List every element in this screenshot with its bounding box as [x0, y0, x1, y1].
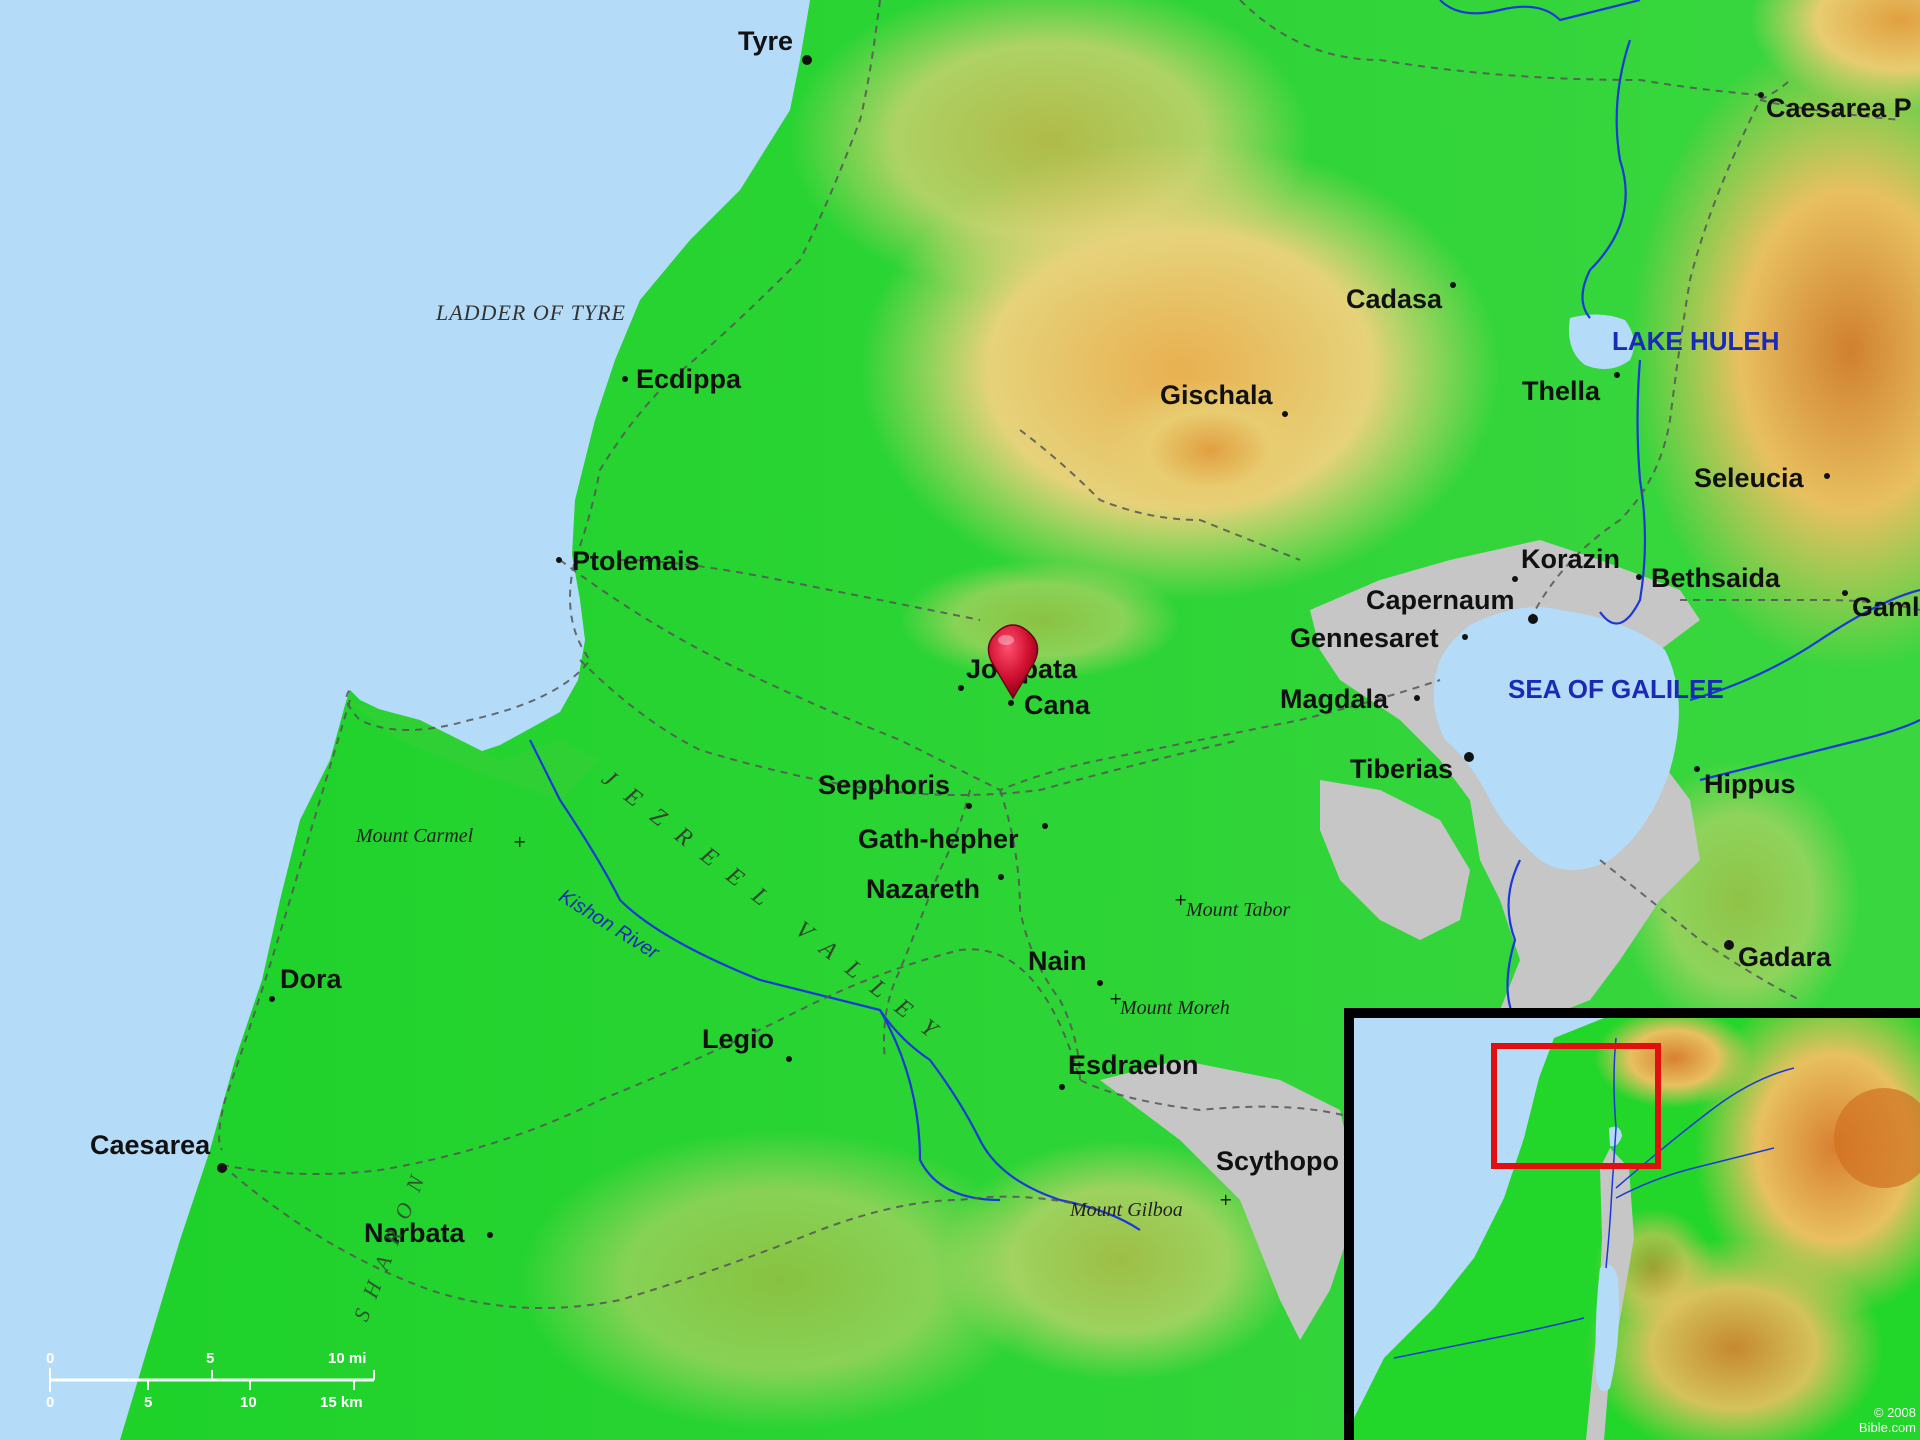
- legio-dot: [786, 1056, 792, 1062]
- map-pin-icon[interactable]: [982, 624, 1044, 700]
- inset-overview-map[interactable]: © 2008 Bible.com: [1344, 1008, 1920, 1440]
- gamla-dot: [1842, 590, 1848, 596]
- ptolemais-dot: [556, 557, 562, 563]
- place-label-gamla[interactable]: Gaml: [1852, 592, 1920, 622]
- place-label-caesarea[interactable]: Caesarea: [90, 1130, 211, 1160]
- gennesaret-dot: [1462, 634, 1468, 640]
- mount-moreh-label: Mount Moreh: [1120, 997, 1230, 1019]
- mount-moreh-cross-icon: +: [1109, 989, 1123, 1008]
- place-label-ptolemais[interactable]: Ptolemais: [572, 546, 700, 576]
- magdala-dot: [1414, 695, 1420, 701]
- cadasa-dot: [1450, 282, 1456, 288]
- place-label-bethsaida[interactable]: Bethsaida: [1651, 563, 1781, 593]
- copyright-line-1: © 2008: [1873, 1404, 1916, 1420]
- scale-bar-lines: [49, 1368, 375, 1392]
- scale-mi-10: 10 mi: [328, 1350, 367, 1367]
- capernaum-dot: [1528, 614, 1538, 624]
- gischala-dot: [1282, 411, 1288, 417]
- inset-terrain: [1354, 1018, 1920, 1440]
- ladder-of-tyre-label: LADDER OF TYRE: [436, 300, 626, 325]
- place-label-ecdippa[interactable]: Ecdippa: [636, 364, 742, 394]
- scale-km-5: 5: [144, 1394, 153, 1411]
- place-label-magdala[interactable]: Magdala: [1280, 684, 1389, 714]
- place-label-nazareth[interactable]: Nazareth: [866, 874, 981, 904]
- scale-km-15: 15 km: [320, 1394, 363, 1411]
- sepphoris-dot: [966, 803, 972, 809]
- thella-dot: [1614, 372, 1620, 378]
- caesarea-philippi-dot: [1758, 92, 1764, 98]
- tyre-dot: [802, 55, 812, 65]
- dora-dot: [269, 996, 275, 1002]
- place-label-korazin[interactable]: Korazin: [1521, 544, 1621, 574]
- bethsaida-dot: [1636, 574, 1642, 580]
- place-label-tyre[interactable]: Tyre: [738, 26, 794, 56]
- jotapata-dot: [958, 685, 964, 691]
- seleucia-dot: [1824, 473, 1830, 479]
- place-label-sepphoris[interactable]: Sepphoris: [818, 770, 951, 800]
- place-label-gennesaret[interactable]: Gennesaret: [1290, 623, 1439, 653]
- place-label-gadara[interactable]: Gadara: [1738, 942, 1832, 972]
- place-label-dora[interactable]: Dora: [280, 964, 342, 994]
- place-label-caesarea-philippi[interactable]: Caesarea P: [1766, 93, 1912, 123]
- sea-of-galilee-label: SEA OF GALILEE: [1508, 674, 1724, 704]
- place-label-cadasa[interactable]: Cadasa: [1346, 284, 1443, 314]
- copyright-line-2: Bible.com: [1858, 1420, 1916, 1436]
- caesarea-dot: [217, 1163, 227, 1173]
- place-label-gath-hepher[interactable]: Gath-hepher: [858, 824, 1019, 854]
- place-label-gischala[interactable]: Gischala: [1160, 380, 1273, 410]
- scale-mi-5: 5: [206, 1350, 215, 1367]
- place-label-narbata[interactable]: Narbata: [364, 1218, 465, 1248]
- ecdippa-dot: [622, 376, 628, 382]
- tiberias-dot: [1464, 752, 1474, 762]
- nazareth-dot: [998, 874, 1004, 880]
- scale-bar: 0 5 10 mi 0 5 10 15 km: [44, 1350, 384, 1412]
- scale-mi-0: 0: [46, 1350, 55, 1367]
- scale-km-0: 0: [46, 1394, 55, 1411]
- mount-gilboa-cross-icon: +: [1219, 1190, 1233, 1209]
- place-label-esdraelon[interactable]: Esdraelon: [1068, 1050, 1199, 1080]
- place-label-tiberias[interactable]: Tiberias: [1350, 754, 1454, 784]
- place-label-legio[interactable]: Legio: [702, 1024, 774, 1054]
- cana-dot: [1008, 700, 1014, 706]
- esdraelon-dot: [1059, 1084, 1065, 1090]
- gath-hepher-dot: [1042, 823, 1048, 829]
- lake-huleh-label: LAKE HULEH: [1612, 326, 1780, 356]
- nain-dot: [1097, 980, 1103, 986]
- mount-gilboa-label: Mount Gilboa: [1070, 1199, 1183, 1221]
- narbata-dot: [487, 1232, 493, 1238]
- place-label-thella[interactable]: Thella: [1522, 376, 1601, 406]
- place-label-seleucia[interactable]: Seleucia: [1694, 463, 1804, 493]
- mount-carmel-cross-icon: +: [513, 832, 527, 851]
- hippus-dot: [1694, 766, 1700, 772]
- mount-tabor-label: Mount Tabor: [1186, 899, 1291, 921]
- place-label-capernaum[interactable]: Capernaum: [1366, 585, 1515, 615]
- place-label-nain[interactable]: Nain: [1028, 946, 1087, 976]
- inset-highlight-box: [1491, 1043, 1661, 1169]
- gadara-dot: [1724, 940, 1734, 950]
- mount-carmel-label: Mount Carmel: [356, 825, 474, 847]
- place-label-cana[interactable]: Cana: [1024, 690, 1091, 720]
- scale-km-10: 10: [240, 1394, 257, 1411]
- place-label-scythopolis[interactable]: Scythopo: [1216, 1146, 1340, 1176]
- place-label-hippus[interactable]: Hippus: [1704, 769, 1796, 799]
- copyright-notice: © 2008 Bible.com: [1859, 1405, 1916, 1436]
- mount-tabor-cross-icon: +: [1174, 890, 1188, 909]
- korazin-dot: [1512, 576, 1518, 582]
